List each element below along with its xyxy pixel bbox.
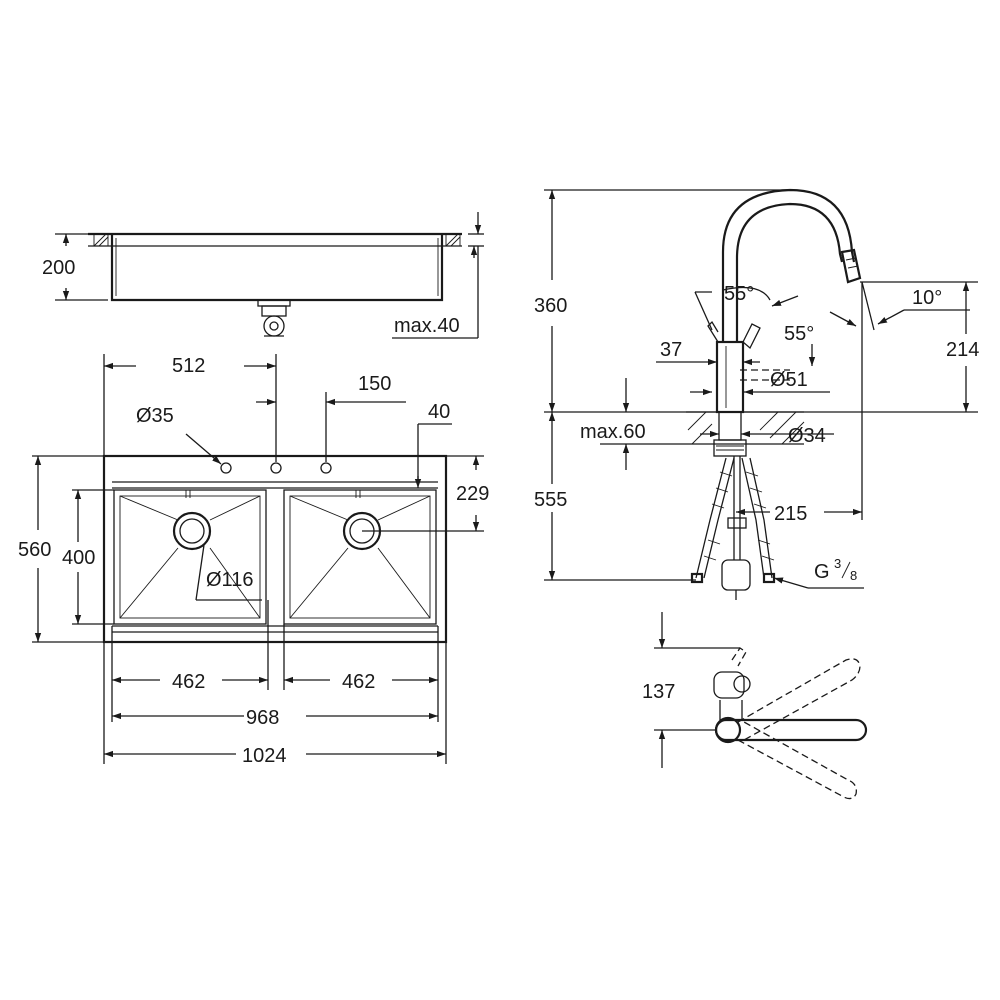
dim-40: 40 xyxy=(428,401,450,423)
dim-max-60: max.60 xyxy=(580,421,646,443)
faucet-plan-view: 137 xyxy=(642,612,868,800)
dim-150: 150 xyxy=(358,373,391,395)
dim-thread-numerator: 3 xyxy=(834,556,841,571)
sink-side-view: 200 max.40 xyxy=(42,212,484,339)
dim-thread-denominator: 8 xyxy=(850,568,857,583)
dim-229: 229 xyxy=(456,483,489,505)
dim-dia-51: Ø51 xyxy=(770,369,808,391)
dim-1024: 1024 xyxy=(242,745,287,767)
dim-angle-55-side: 55° xyxy=(784,323,814,345)
dim-tap-hole: Ø35 xyxy=(136,405,174,427)
dim-dia-34: Ø34 xyxy=(788,425,826,447)
dim-thread-prefix: G xyxy=(814,561,830,583)
dim-drain: Ø116 xyxy=(206,569,253,591)
dim-200: 200 xyxy=(42,257,75,279)
dim-215: 215 xyxy=(774,503,807,525)
dim-angle-10: 10° xyxy=(912,287,942,309)
dim-968: 968 xyxy=(246,707,279,729)
faucet-elevation: 360 555 214 215 55° 55° 10° 37 xyxy=(534,188,979,600)
dim-214: 214 xyxy=(946,339,979,361)
dim-37: 37 xyxy=(660,339,682,361)
dim-360: 360 xyxy=(534,295,567,317)
dim-400: 400 xyxy=(62,547,95,569)
dim-angle-55-top: 55° xyxy=(724,283,754,305)
dim-462-right: 462 xyxy=(342,671,375,693)
dim-512: 512 xyxy=(172,355,205,377)
dim-560: 560 xyxy=(18,539,51,561)
dim-137: 137 xyxy=(642,681,675,703)
sink-top-view: Ø35 Ø116 512 150 40 229 560 xyxy=(18,354,489,767)
dim-555: 555 xyxy=(534,489,567,511)
dim-462-left: 462 xyxy=(172,671,205,693)
dim-max-40: max.40 xyxy=(394,315,460,337)
